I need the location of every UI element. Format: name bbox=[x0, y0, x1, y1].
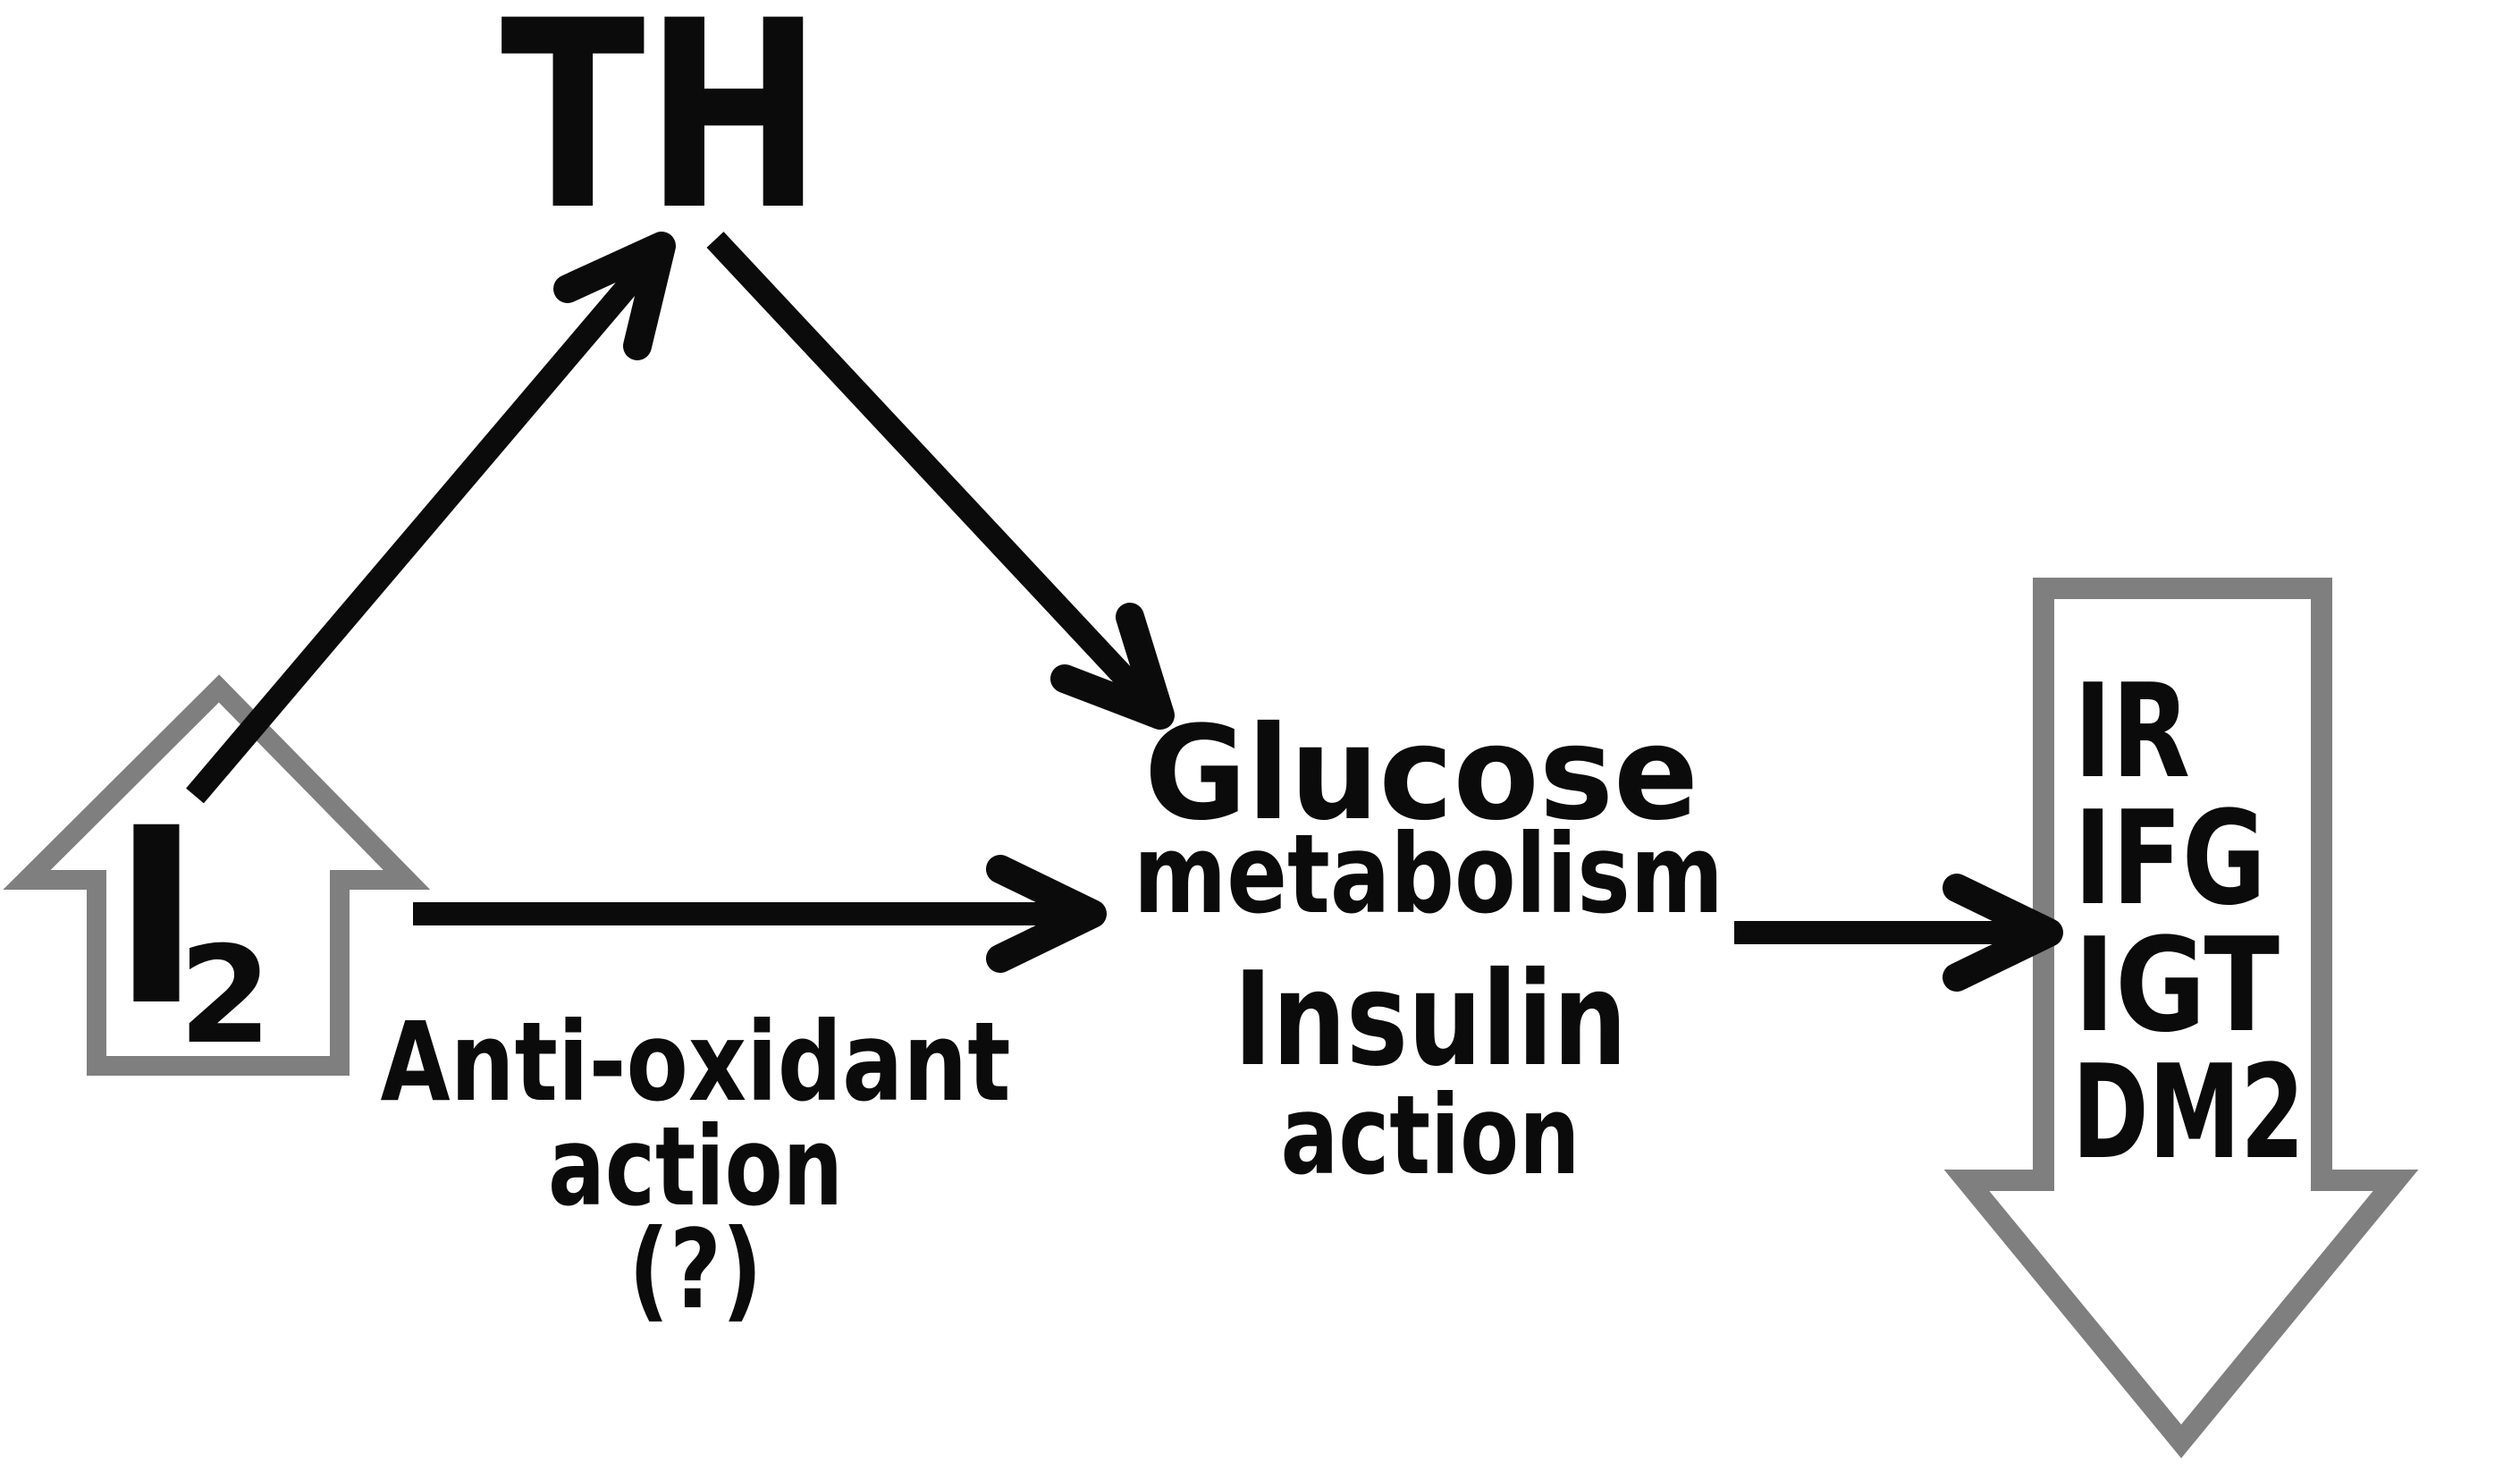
th-label: TH bbox=[501, 0, 822, 267]
metabolism-label: metabolism bbox=[1134, 811, 1724, 938]
outcome-dm2-label: DM2 bbox=[2072, 1037, 2305, 1188]
outcome-ir-label: IR bbox=[2074, 656, 2190, 807]
arrow-th-to-glucose-shaft bbox=[706, 232, 1167, 722]
insulin-label: Insulin bbox=[1234, 944, 1627, 1095]
arrowhead-iodine-to-th bbox=[553, 232, 676, 360]
iodine-increase-up-block-arrow bbox=[3, 674, 431, 1076]
arrowhead-th-to-glucose bbox=[1050, 603, 1175, 730]
glucose-label: Glucose bbox=[1144, 698, 1698, 849]
iodine-subscript: 2 bbox=[179, 918, 272, 1074]
arrowhead-iodine-to-glucose bbox=[986, 855, 1107, 973]
iodine-symbol: I bbox=[111, 777, 201, 1060]
outcomes-down-block-arrow bbox=[1943, 578, 2419, 1458]
antioxidant-label-line3: (?) bbox=[628, 1206, 763, 1333]
antioxidant-label-line1: Anti-oxidant bbox=[381, 999, 1011, 1126]
insulin-action-label: action bbox=[1281, 1072, 1580, 1199]
arrow-iodine-to-th-shaft bbox=[186, 241, 669, 804]
outcome-ifg-label: IFG bbox=[2074, 783, 2266, 934]
arrowhead-glucose-to-outcomes bbox=[1943, 874, 2063, 992]
outcome-igt-label: IGT bbox=[2074, 910, 2280, 1061]
antioxidant-label-line2: action bbox=[548, 1103, 843, 1230]
